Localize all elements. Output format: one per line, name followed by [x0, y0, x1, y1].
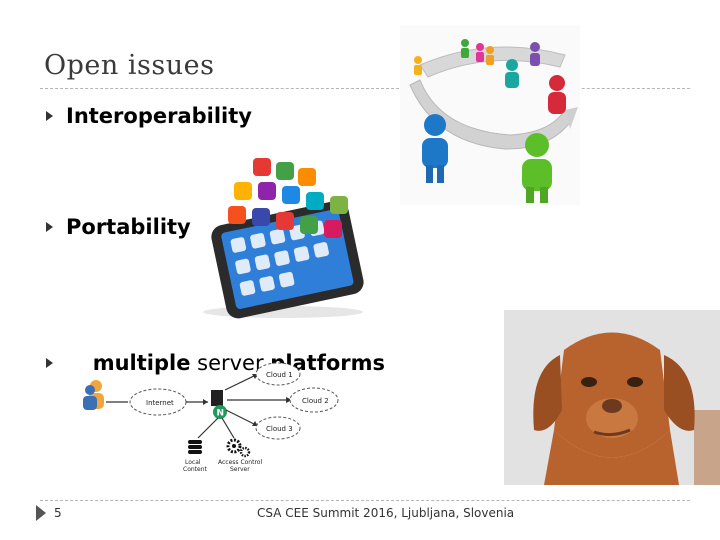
person-green-icon: [522, 133, 552, 203]
skeptical-dog-photo: [504, 310, 720, 485]
svg-text:N: N: [217, 409, 225, 419]
page-marker-icon: [36, 505, 46, 521]
footer-text: CSA CEE Summit 2016, Ljubljana, Slovenia: [257, 506, 515, 520]
svg-text:Server: Server: [230, 466, 250, 473]
title-divider: [40, 88, 690, 89]
bullet-arrow-icon: [46, 222, 53, 232]
page-number: 5: [54, 506, 62, 520]
app-icons-cluster: [228, 158, 348, 238]
person-blue-icon: [422, 114, 448, 183]
interoperability-people-image: [400, 25, 580, 205]
slide-title: Open issues: [44, 50, 215, 81]
svg-text:Access Control: Access Control: [218, 459, 262, 466]
bullet-interoperability: Interoperability: [46, 104, 252, 128]
person-purple-icon: [530, 42, 540, 66]
bullet-text: Interoperability: [66, 104, 252, 128]
local-storage-icon: [188, 440, 202, 454]
internet-label: Internet: [146, 399, 174, 407]
svg-text:Content: Content: [183, 466, 208, 473]
user-icon: [83, 380, 104, 410]
footer-divider: [40, 500, 690, 501]
bullet-portability: Portability: [46, 215, 191, 239]
svg-text:Cloud 3: Cloud 3: [266, 425, 293, 433]
cloud-1-icon: Cloud 1: [255, 362, 301, 386]
cloud-2-icon: Cloud 2: [289, 387, 339, 413]
person-red-icon: [548, 75, 566, 114]
gateway-node-icon: N: [213, 405, 227, 419]
bullet-text-part: server: [190, 351, 271, 375]
person-teal-icon: [505, 59, 519, 88]
internet-cloud-icon: Internet: [129, 388, 187, 416]
bullet-arrow-icon: [46, 358, 53, 368]
bullet-text-part: multiple: [92, 351, 191, 375]
svg-text:Cloud 1: Cloud 1: [266, 371, 293, 379]
server-network-diagram: Internet N Cloud 1 Cloud 2 Cloud 3: [80, 360, 360, 480]
svg-text:Local: Local: [185, 459, 201, 466]
cloud-3-icon: Cloud 3: [255, 416, 301, 440]
bullet-multiple-server-platforms: multiple server platforms: [46, 327, 385, 399]
bullet-arrow-icon: [46, 111, 53, 121]
bullet-text: Portability: [66, 215, 191, 239]
portability-smartphone-image: [198, 152, 373, 320]
svg-text:Cloud 2: Cloud 2: [302, 397, 329, 405]
gears-icon: [226, 438, 251, 458]
